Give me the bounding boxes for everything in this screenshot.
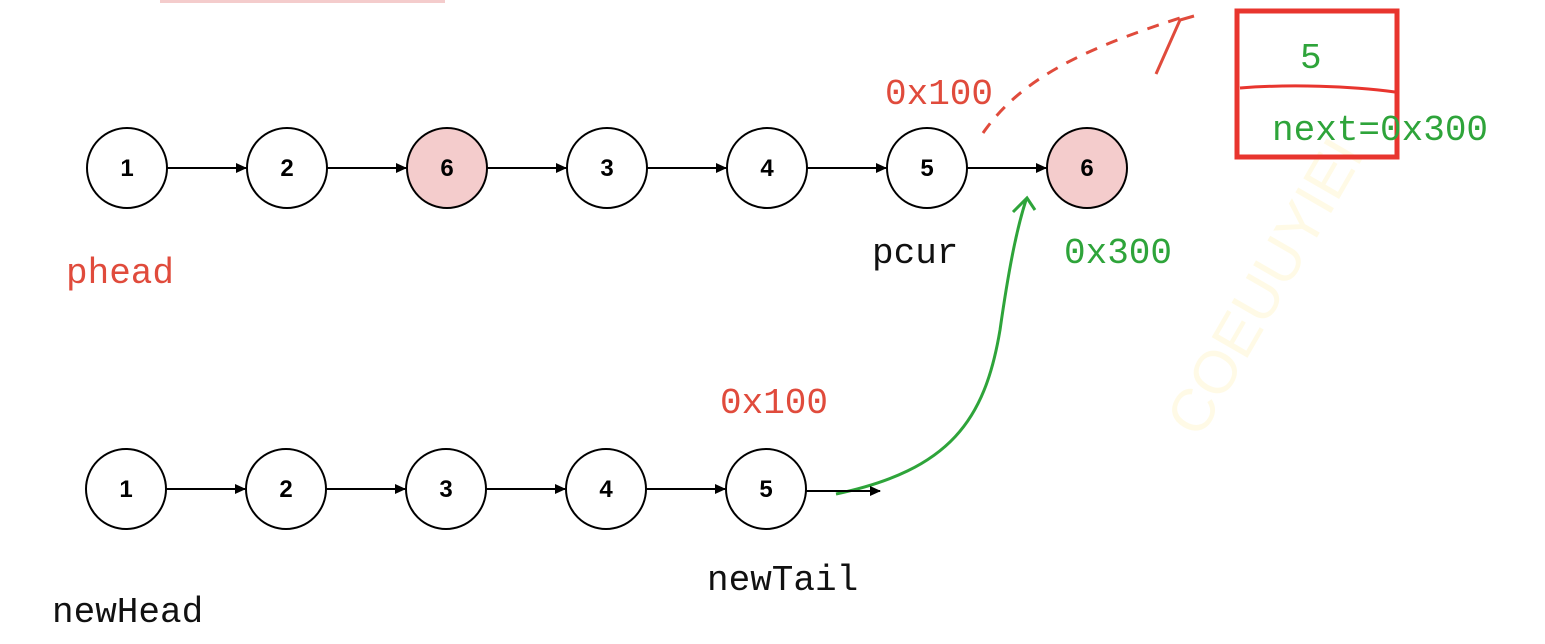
top-list-node-value: 5 [920, 155, 933, 182]
pcur-address: 0x100 [885, 74, 993, 115]
top-list-node-circle [1046, 127, 1128, 209]
top-list-node-circle [86, 127, 168, 209]
top-list-node: 5 [886, 127, 968, 209]
phead-label: phead [66, 253, 174, 294]
watermark: COEUUYIEI [1153, 127, 1376, 446]
top-list-node: 4 [726, 127, 808, 209]
top-list-node-value: 2 [280, 155, 293, 182]
newtail-label: newTail [707, 560, 858, 601]
newhead-label: newHead [52, 592, 203, 633]
bottom-list-node-value: 4 [599, 476, 613, 503]
box-value: 5 [1300, 38, 1322, 79]
bottom-list-node-value: 1 [119, 476, 132, 503]
bottom-list-node-circle [85, 448, 167, 530]
top-list-node-circle [406, 127, 488, 209]
bottom-list-nodes: 1 2 3 4 5 [85, 448, 807, 530]
green-pointer-curve [835, 199, 1028, 496]
bottom-list-node-circle [405, 448, 487, 530]
top-list-node-circle [246, 127, 328, 209]
bottom-list-node: 2 [245, 448, 327, 530]
bottom-list-node-circle [245, 448, 327, 530]
node6-address: 0x300 [1064, 233, 1172, 274]
bottom-list-node-circle [725, 448, 807, 530]
top-list-node: 3 [566, 127, 648, 209]
top-list-node: 2 [246, 127, 328, 209]
red-dashed-pointer [981, 16, 1181, 134]
red-pointer-head [1154, 14, 1195, 75]
bottom-list-node-value: 3 [439, 476, 452, 503]
top-list-node-circle [726, 127, 808, 209]
top-list-node: 1 [86, 127, 168, 209]
top-list-node-value: 4 [760, 155, 774, 182]
bottom-list-node-circle [565, 448, 647, 530]
top-list-node: 6 [406, 127, 488, 209]
bottom-list-node: 5 [725, 448, 807, 530]
pcur-label: pcur [872, 233, 958, 274]
box-next: next=0x300 [1272, 110, 1488, 151]
newtail-address: 0x100 [720, 383, 828, 424]
top-list-node-value: 6 [440, 155, 453, 182]
bottom-list-node: 1 [85, 448, 167, 530]
top-list-node: 6 [1046, 127, 1128, 209]
top-list-node-value: 6 [1080, 155, 1093, 182]
bottom-list-node-value: 2 [279, 476, 292, 503]
top-list-node-circle [566, 127, 648, 209]
top-highlight-bar [160, 0, 445, 3]
top-list-nodes: 1 2 6 3 4 5 6 [86, 127, 1128, 209]
top-list-node-circle [886, 127, 968, 209]
bottom-list-node: 4 [565, 448, 647, 530]
top-list-node-value: 3 [600, 155, 613, 182]
memory-box-divider [1239, 84, 1396, 94]
top-list-node-value: 1 [120, 155, 133, 182]
memory-box [1234, 8, 1400, 160]
bottom-list-node-value: 5 [759, 476, 772, 503]
bottom-list-node: 3 [405, 448, 487, 530]
green-pointer-head [1011, 195, 1037, 214]
